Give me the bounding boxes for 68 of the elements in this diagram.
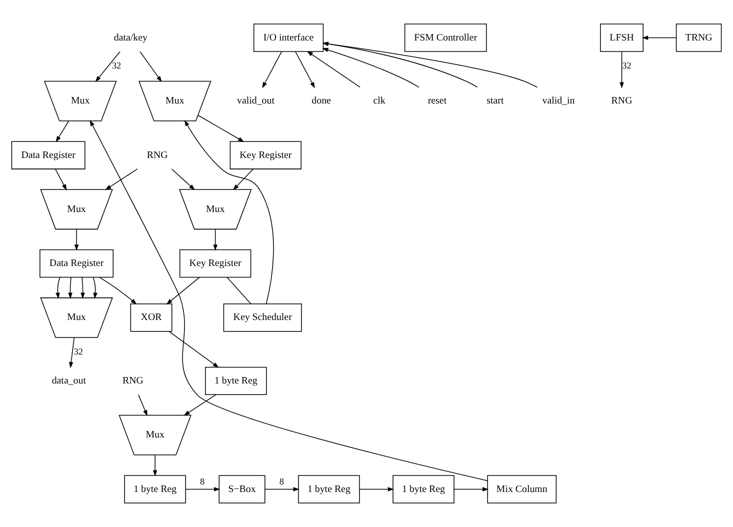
- arrow: [620, 51, 624, 88]
- arrow: [54, 168, 67, 190]
- arrow: [232, 168, 254, 190]
- node-box: I/O interface: [253, 24, 324, 52]
- node-box: Mix Column: [487, 475, 557, 504]
- arrow: [56, 276, 60, 299]
- edge-label: 32: [622, 60, 632, 71]
- arrow: [454, 487, 489, 492]
- arrow: [74, 229, 79, 251]
- node-box: 1 byte Reg: [298, 475, 360, 504]
- node-box: TRNG: [676, 24, 722, 52]
- arrow: [322, 42, 478, 88]
- node-box: Key Scheduler: [223, 304, 302, 332]
- node-text: valid_in: [542, 96, 575, 107]
- node-text: RNG: [146, 150, 168, 161]
- node-box: LFSH: [600, 24, 644, 52]
- node-text: clk: [373, 96, 386, 107]
- node-box: Key Register: [230, 141, 302, 170]
- arrow: [166, 276, 200, 305]
- arrow: [184, 120, 274, 304]
- edge-label: 8: [200, 476, 205, 486]
- node-box: 1 byte Reg: [205, 366, 267, 396]
- node-box: Key Register: [179, 249, 252, 278]
- node-text: data_out: [52, 376, 86, 387]
- arrow: [140, 51, 162, 82]
- arrow: [322, 48, 420, 88]
- arrow: [359, 487, 394, 492]
- arrow: [322, 42, 538, 88]
- arrow: [92, 276, 98, 299]
- edge-label: 32: [112, 60, 122, 71]
- arrow: [168, 331, 219, 368]
- arrow: [95, 51, 120, 82]
- node-text: RNG: [611, 96, 632, 107]
- arrow: [213, 229, 218, 251]
- arrow: [80, 276, 85, 299]
- arrow: [171, 168, 195, 190]
- node-text: reset: [428, 96, 447, 107]
- arrow: [306, 50, 360, 88]
- arrow: [105, 168, 138, 190]
- arrow: [152, 454, 158, 476]
- node-box: S−Box: [218, 475, 266, 504]
- node-text: valid_out: [237, 96, 274, 107]
- arrow: [68, 276, 72, 299]
- node-text: RNG: [122, 376, 144, 387]
- node-text: data/key: [114, 32, 148, 44]
- arrow: [295, 51, 315, 88]
- arrow: [642, 36, 677, 40]
- node-box: Data Register: [11, 141, 86, 170]
- connector: [226, 276, 252, 304]
- edge-label: 32: [74, 346, 84, 357]
- node-text: done: [312, 96, 331, 107]
- arrow: [184, 394, 216, 416]
- arrow: [198, 114, 244, 142]
- node-box: XOR: [130, 304, 172, 332]
- node-text: start: [486, 96, 504, 107]
- arrow: [99, 276, 137, 304]
- node-box: 1 byte Reg: [124, 475, 186, 504]
- node-box: FSM Controller: [404, 24, 487, 52]
- arrow: [56, 120, 69, 142]
- arrow: [264, 487, 300, 492]
- node-box: 1 byte Reg: [392, 475, 454, 504]
- arrow: [185, 487, 220, 492]
- arrow: [90, 120, 488, 482]
- edge-label: 8: [279, 476, 284, 486]
- arrow: [138, 394, 148, 416]
- node-box: Data Register: [40, 249, 114, 278]
- arrow: [69, 337, 75, 368]
- arrow: [262, 51, 282, 88]
